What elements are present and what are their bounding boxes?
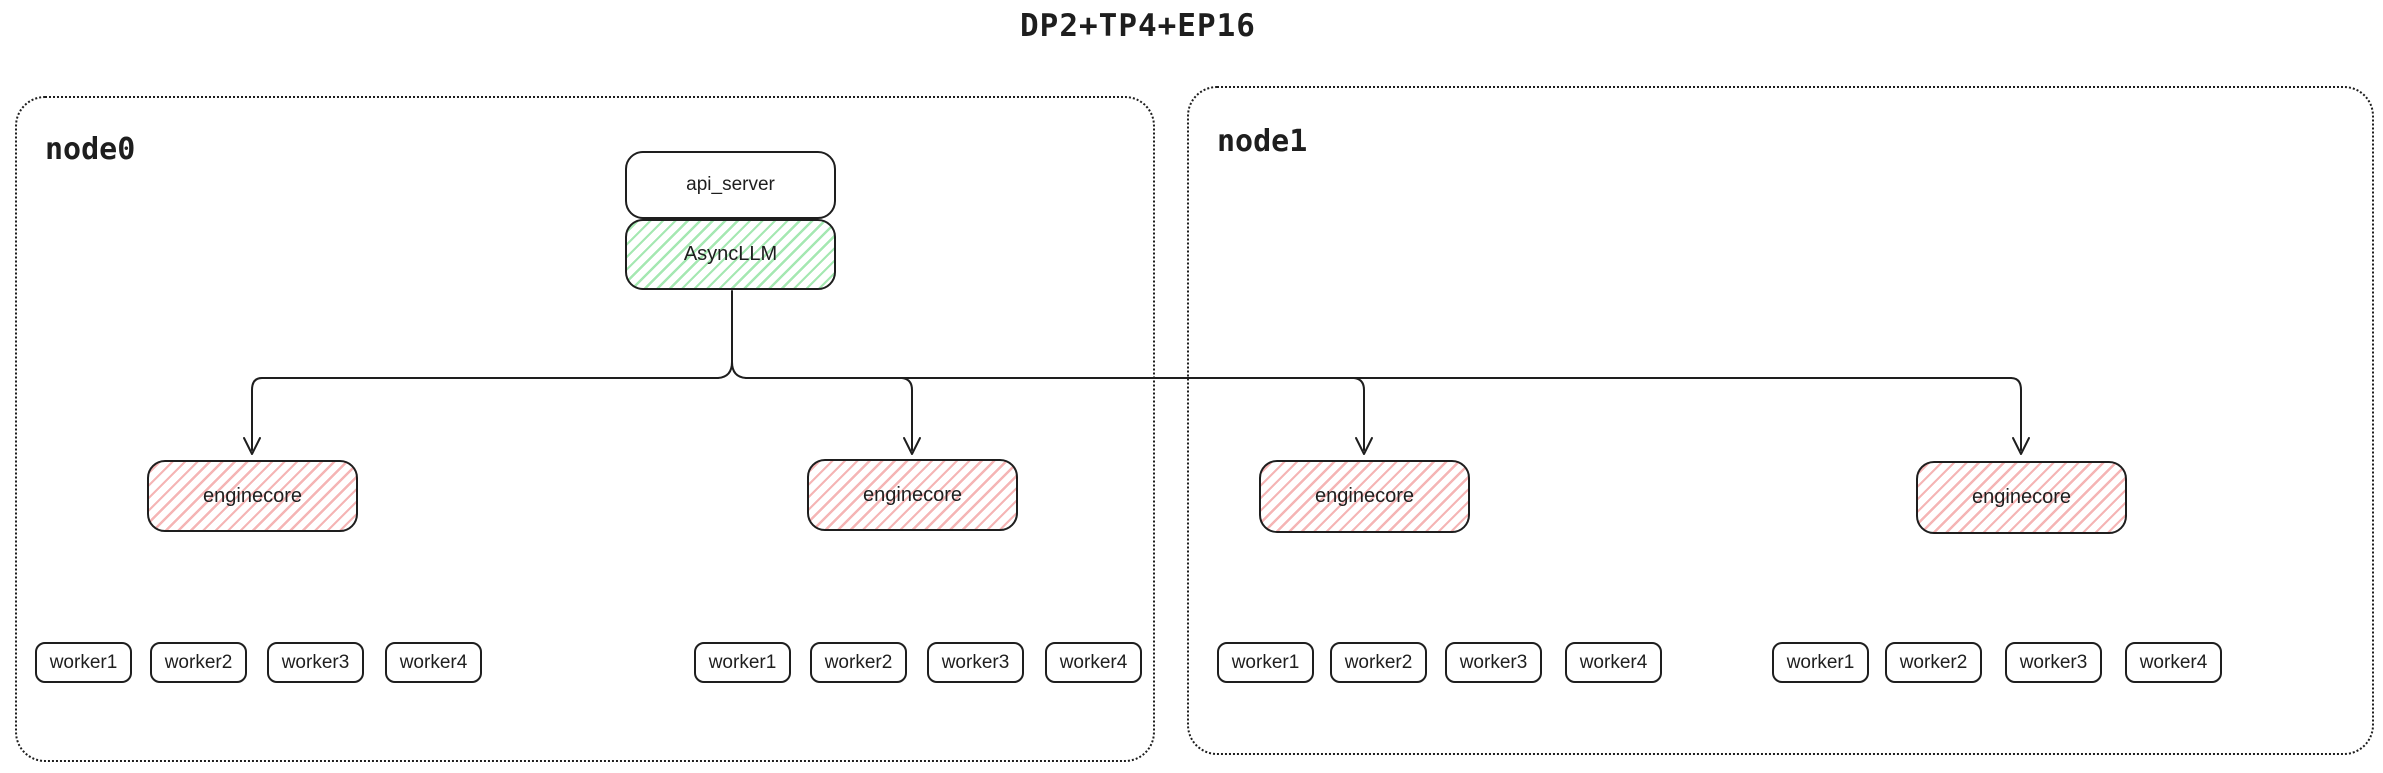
worker-box: worker2 (1885, 642, 1982, 683)
worker-label: worker1 (1231, 651, 1300, 673)
worker-label: worker1 (49, 651, 118, 673)
enginecore-label: enginecore (203, 484, 302, 507)
worker-label: worker1 (708, 651, 777, 673)
node1-label: node1 (1217, 124, 1308, 159)
worker-box: worker3 (267, 642, 364, 683)
api-server-box: api_server (625, 151, 836, 219)
worker-box: worker1 (35, 642, 132, 683)
worker-label: worker4 (1579, 651, 1648, 673)
worker-box: worker4 (2125, 642, 2222, 683)
diagram-title: DP2+TP4+EP16 (1020, 8, 1256, 44)
enginecore-box-4: enginecore (1916, 461, 2127, 534)
worker-label: worker3 (1459, 651, 1528, 673)
worker-label: worker3 (281, 651, 350, 673)
worker-label: worker4 (1059, 651, 1128, 673)
enginecore-box-1: enginecore (147, 460, 358, 532)
node0-container (15, 96, 1155, 762)
worker-box: worker2 (150, 642, 247, 683)
enginecore-box-2: enginecore (807, 459, 1018, 531)
worker-box: worker1 (694, 642, 791, 683)
node1-container (1187, 86, 2374, 755)
enginecore-label: enginecore (1972, 486, 2071, 508)
worker-label: worker2 (1344, 651, 1413, 673)
enginecore-label: enginecore (863, 483, 962, 506)
worker-label: worker4 (399, 651, 468, 673)
worker-box: worker4 (1045, 642, 1142, 683)
worker-box: worker1 (1772, 642, 1869, 683)
node0-label: node0 (45, 132, 136, 167)
worker-label: worker3 (2019, 651, 2088, 673)
enginecore-box-3: enginecore (1259, 460, 1470, 533)
worker-label: worker4 (2139, 651, 2208, 673)
worker-label: worker1 (1786, 651, 1855, 673)
worker-label: worker3 (941, 651, 1010, 673)
worker-box: worker2 (810, 642, 907, 683)
asyncllm-label: AsyncLLM (683, 243, 778, 265)
enginecore-label: enginecore (1315, 485, 1414, 507)
worker-box: worker2 (1330, 642, 1427, 683)
worker-box: worker3 (927, 642, 1024, 683)
worker-box: worker3 (1445, 642, 1542, 683)
worker-label: worker2 (1899, 651, 1968, 673)
worker-label: worker2 (164, 651, 233, 673)
worker-label: worker2 (824, 651, 893, 673)
worker-box: worker1 (1217, 642, 1314, 683)
worker-box: worker4 (385, 642, 482, 683)
worker-box: worker3 (2005, 642, 2102, 683)
api-server-label: api_server (686, 174, 775, 195)
worker-box: worker4 (1565, 642, 1662, 683)
asyncllm-box: AsyncLLM (625, 219, 836, 290)
